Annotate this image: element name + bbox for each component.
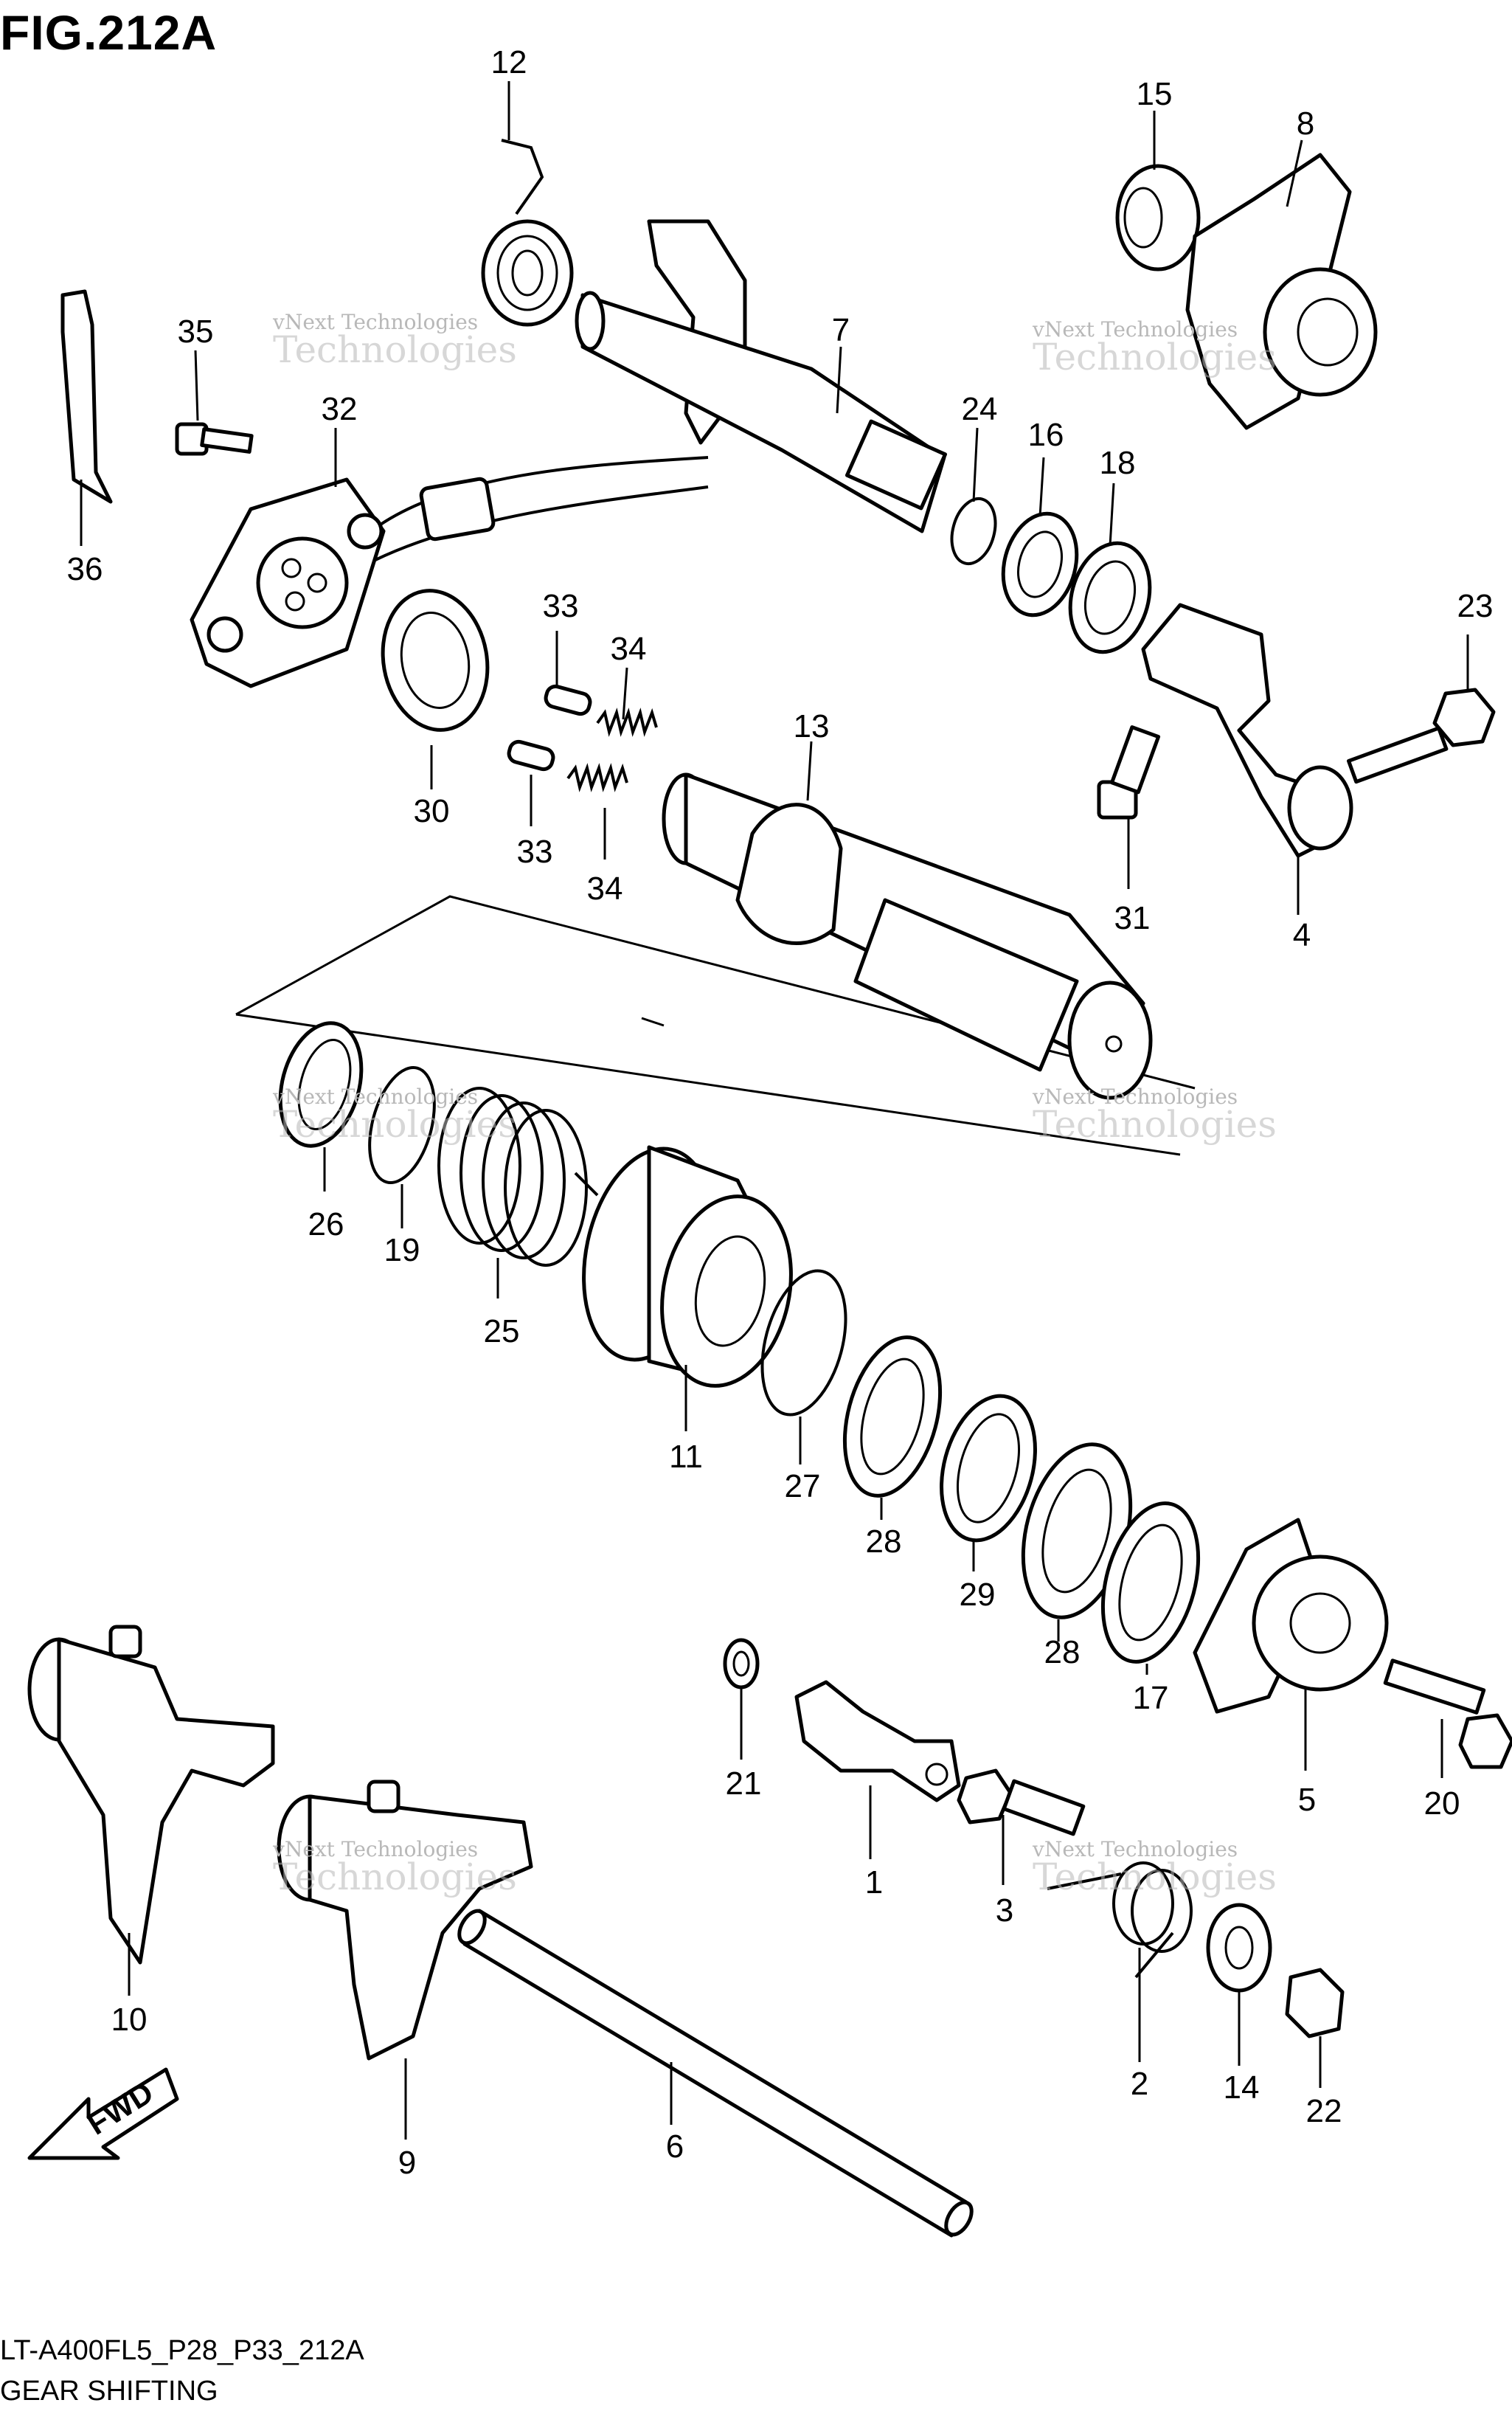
callout-4: 4 [1292,917,1311,953]
part-13-shift-cam [662,772,1153,1100]
callout-25: 25 [483,1313,520,1349]
part-20-bolt [1383,1659,1512,1769]
part-7-shift-shaft [575,219,948,533]
callout-33: 33 [516,834,553,870]
callout-29: 29 [959,1577,996,1613]
part-30-washer [381,589,490,732]
callout-16: 16 [1027,417,1064,453]
part-9-shift-fork [277,1780,533,2061]
model-code: LT-A400FL5_P28_P33_212A [0,2335,364,2366]
callout-24: 24 [961,391,998,427]
callout-11: 11 [669,1439,703,1475]
part-36-clip [60,289,113,504]
part-10-shift-fork [27,1625,275,1965]
part-35-bolt [175,422,254,456]
callout-35: 35 [177,314,214,350]
callout-23: 23 [1457,588,1494,624]
callout-2: 2 [1130,2066,1149,2102]
callout-27: 27 [784,1468,821,1504]
figure-title: FIG.212A [0,5,218,60]
callout-1: 1 [864,1864,884,1901]
part-4-shift-arm [1141,603,1449,858]
callout-6: 6 [665,2128,684,2165]
part-28-washer-upper [842,1335,943,1498]
part-21-washer [723,1638,760,1690]
callout-30: 30 [413,793,450,829]
callout-15: 15 [1136,76,1173,112]
part-16-washer [1001,511,1079,618]
callout-20: 20 [1423,1785,1460,1822]
callout-28: 28 [1044,1634,1081,1670]
part-26-ring [278,1021,364,1148]
part-15-bushing [1115,164,1201,272]
part-25-return-spring [437,1087,599,1267]
part-27-circlip [760,1269,847,1417]
callout-19: 19 [384,1232,420,1268]
part-3-bolt [957,1768,1086,1836]
part-34-spring-lower [566,763,628,792]
callout-7: 7 [831,312,850,348]
part-5-stopper [1193,1518,1389,1714]
callout-5: 5 [1297,1782,1317,1818]
part-8-gear-arm [1185,153,1378,430]
part-12-spring [481,139,574,327]
part-17-washer [1100,1501,1201,1664]
callout-12: 12 [490,44,527,80]
leader-lines [80,81,1469,2140]
callout-22: 22 [1305,2093,1342,2129]
callout-8: 8 [1296,106,1315,142]
callout-10: 10 [111,2002,148,2038]
part-34-spring-upper [596,708,658,737]
part-32-sensor [190,456,709,688]
callout-31: 31 [1114,900,1151,936]
part-29-stopper-plate [940,1394,1037,1543]
part-1-arm [794,1680,961,1802]
callout-17: 17 [1132,1680,1169,1716]
callout-13: 13 [793,708,830,744]
part-24-circlip [950,497,997,566]
part-6-fork-shaft [457,1909,974,2238]
part-22-nut [1285,1968,1345,2038]
fwd-arrow-icon: FWD [27,2067,179,2160]
part-31-bolt [1097,725,1161,820]
callout-3: 3 [995,1892,1014,1929]
part-23-nut [1432,688,1496,747]
callout-34: 34 [586,871,623,907]
callout-26: 26 [308,1206,344,1242]
part-18-bearing [1068,541,1152,654]
part-33-pin-upper [544,684,592,716]
part-19-circlip [368,1066,436,1184]
callout-9: 9 [398,2145,417,2181]
callout-36: 36 [66,551,103,587]
callout-34: 34 [610,631,647,667]
part-14-washer [1206,1903,1272,1993]
callout-21: 21 [725,1765,762,1802]
callout-18: 18 [1099,445,1136,481]
callout-14: 14 [1223,2069,1260,2106]
callout-28: 28 [865,1524,902,1560]
part-33-pin-lower [507,739,555,772]
callout-32: 32 [321,391,358,427]
callout-33: 33 [542,588,579,624]
part-2-spring [1047,1861,1193,1979]
figure-caption: GEAR SHIFTING [0,2376,218,2407]
part-11-drum [582,1145,793,1388]
